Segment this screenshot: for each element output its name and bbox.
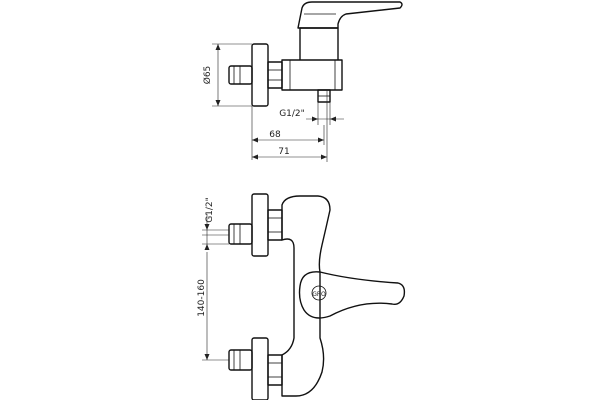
mixer-column	[299, 27, 339, 60]
lever-front	[298, 271, 406, 319]
diameter-dimension: Ø65	[202, 43, 252, 107]
side-thread-label: G1/2"	[279, 109, 305, 119]
total-depth-label: 71	[278, 147, 289, 157]
depth-label: 68	[269, 130, 281, 140]
wall-nipple	[228, 65, 253, 85]
side-nut	[267, 61, 283, 89]
lower-connector	[228, 337, 283, 400]
outlet-thread-dimension: G1/2"	[279, 102, 344, 125]
rosette-plate	[251, 43, 269, 107]
mixer-body-side	[281, 59, 343, 91]
logo-text: GRO	[312, 291, 326, 298]
lever-side	[297, 1, 403, 29]
spacing-dimension: 140-160	[197, 234, 229, 361]
front-thread-label: G1/2"	[205, 197, 215, 223]
upper-connector	[228, 193, 283, 257]
side-view: Ø65 G1/2" 68 71	[202, 1, 403, 162]
front-view: GRO G1/2" 140-160	[197, 193, 406, 400]
front-thread-dimension: G1/2"	[202, 197, 229, 250]
total-depth-dimension: 71	[252, 90, 328, 162]
brand-logo: GRO	[311, 285, 327, 301]
depth-dimension: 68	[251, 106, 325, 160]
diameter-label: Ø65	[202, 66, 213, 85]
spacing-label: 140-160	[197, 279, 207, 317]
mixer-body-front	[281, 195, 331, 397]
